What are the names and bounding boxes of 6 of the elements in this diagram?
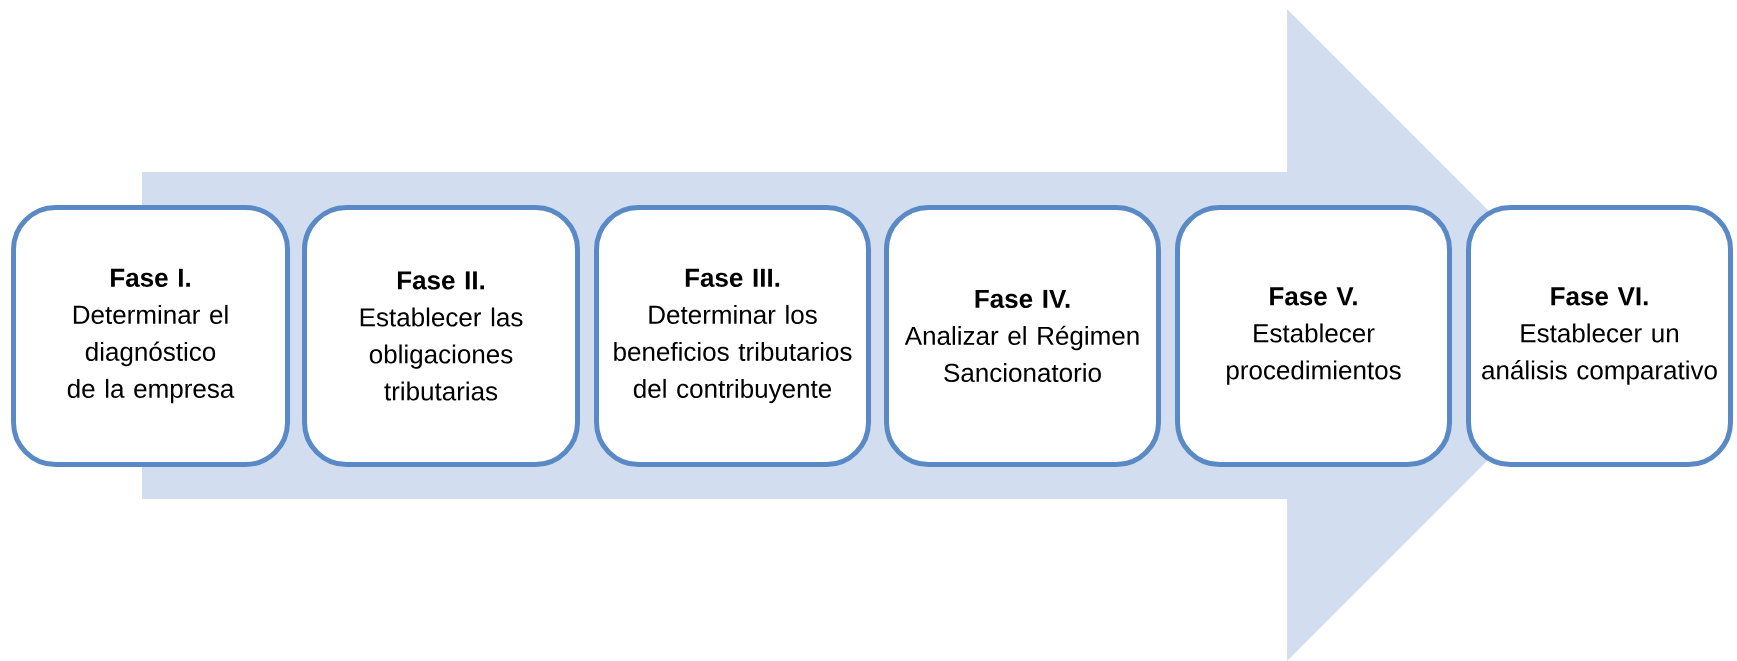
phase-box: Fase VI. Establecer un análisis comparativo (1466, 205, 1733, 467)
phase-box: Fase V. Establecer procedimientos (1175, 205, 1452, 467)
phase-box: Fase I. Determinar el diagnóstico de la empresa (11, 205, 290, 467)
phase-box: Fase III. Determinar los beneficios tributarios del contribuyente (594, 205, 871, 467)
phase-box: Fase II. Establecer las obligaciones tributarias (302, 205, 580, 467)
phase-box: Fase IV. Analizar el Régimen Sancionatorio (884, 205, 1161, 467)
